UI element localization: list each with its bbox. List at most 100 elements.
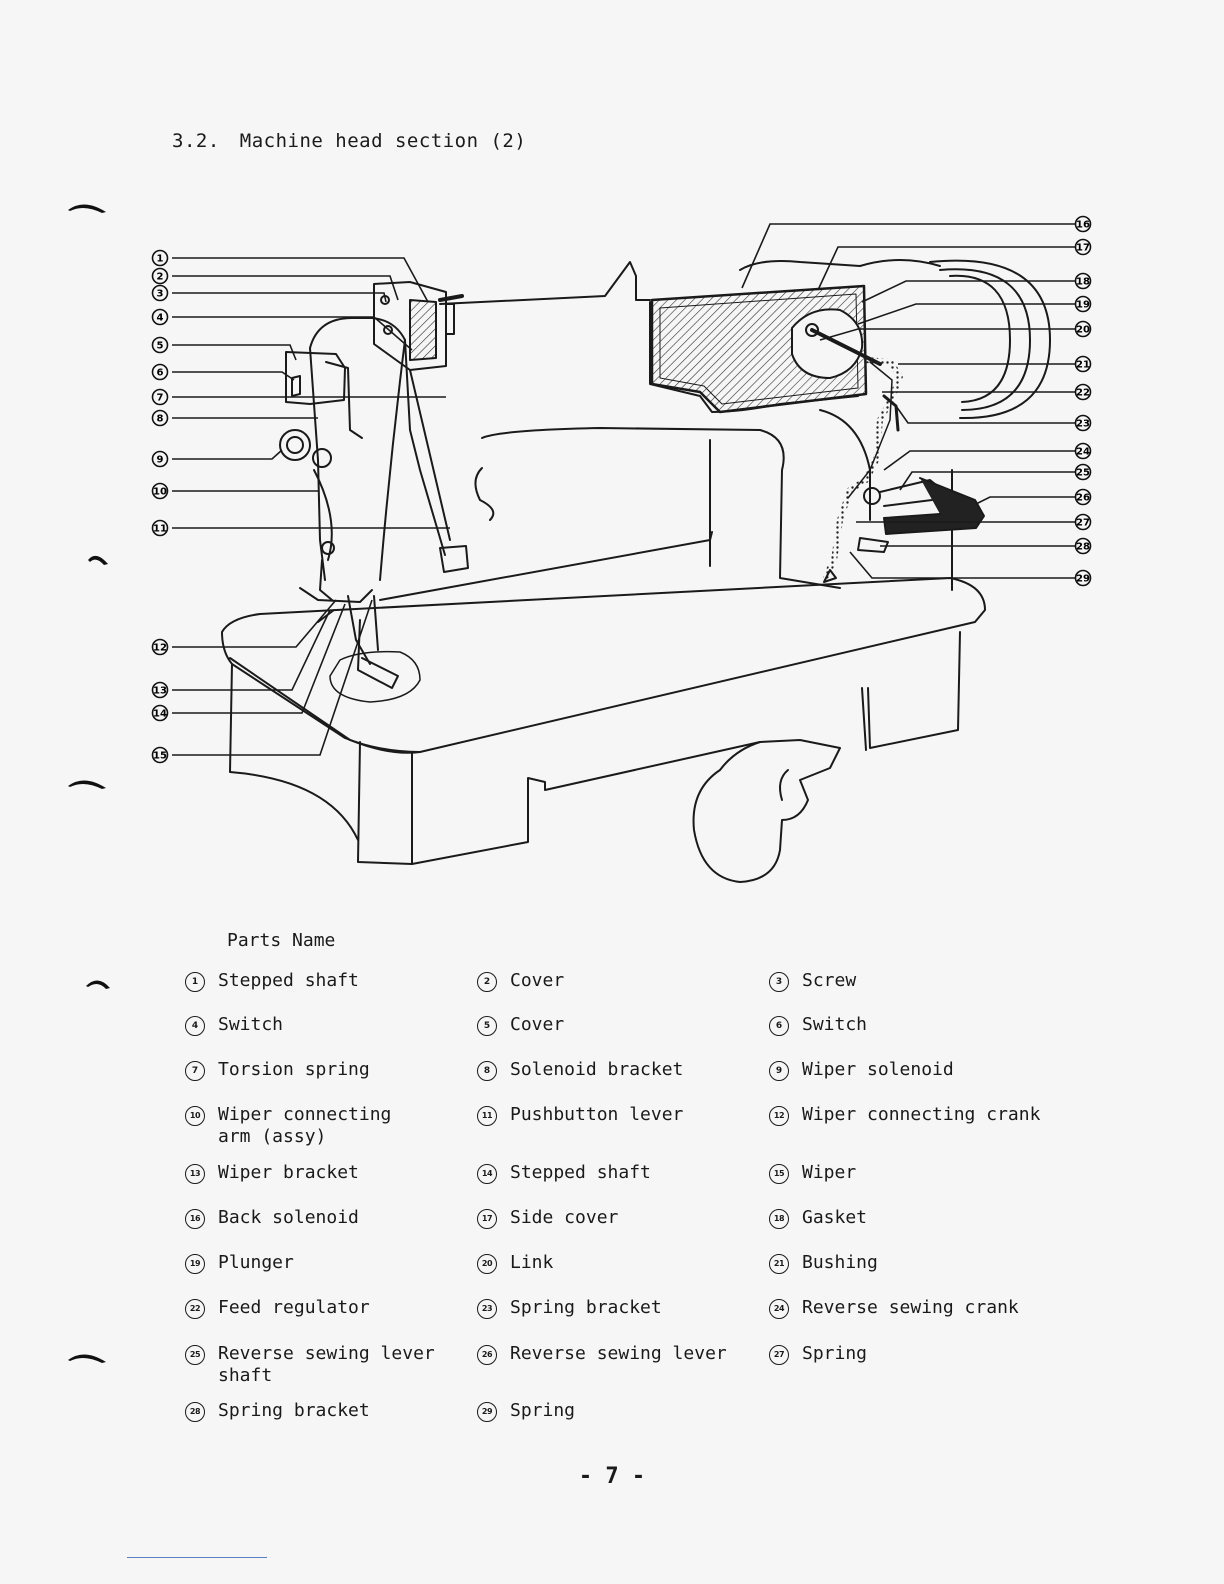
parts-list-title: Parts Name	[227, 930, 336, 951]
callout-label: 6	[157, 368, 164, 379]
part-item: 4 Switch	[185, 1014, 477, 1059]
callout-label: 8	[157, 414, 164, 425]
binder-mark-icon	[86, 980, 110, 989]
part-name: Cover	[510, 1014, 565, 1035]
part-name: Wiper bracket	[218, 1162, 359, 1183]
callout-label: 26	[1076, 493, 1090, 504]
part-number: 29	[477, 1402, 497, 1422]
binder-mark-icon	[68, 780, 106, 789]
part-number: 4	[185, 1016, 205, 1036]
callout-label: 21	[1076, 360, 1090, 371]
part-number: 25	[185, 1345, 205, 1365]
callout-label: 3	[157, 289, 164, 300]
part-number: 27	[769, 1345, 789, 1365]
callout-label: 4	[157, 313, 164, 324]
part-name: Feed regulator	[218, 1297, 370, 1318]
callout-label: 5	[157, 341, 164, 352]
part-item: 14 Stepped shaft	[477, 1162, 769, 1207]
part-number: 9	[769, 1061, 789, 1081]
part-name: Wiper connecting arm (assy)	[218, 1104, 392, 1147]
part-item: 19 Plunger	[185, 1252, 477, 1297]
part-number: 19	[185, 1254, 205, 1274]
part-name: Spring	[802, 1343, 868, 1364]
parts-row: 4 Switch 5 Cover 6 Switch	[185, 1014, 1085, 1059]
part-item: 26 Reverse sewing lever	[477, 1343, 769, 1400]
callout-label: 7	[157, 393, 164, 404]
part-name: Plunger	[218, 1252, 294, 1273]
part-name: Switch	[218, 1014, 284, 1035]
callout-label: 22	[1076, 388, 1090, 399]
callout-label: 24	[1076, 447, 1090, 458]
part-item: 5 Cover	[477, 1014, 769, 1059]
part-name: Solenoid bracket	[510, 1059, 684, 1080]
callout-label: 17	[1076, 243, 1090, 254]
part-number: 17	[477, 1209, 497, 1229]
binder-mark-icon	[68, 1354, 106, 1363]
callout-label: 11	[153, 524, 167, 535]
part-item: 20 Link	[477, 1252, 769, 1297]
callout-label: 9	[157, 455, 164, 466]
part-name: Stepped shaft	[510, 1162, 651, 1183]
part-name: Wiper connecting crank	[802, 1104, 1041, 1125]
part-name: Spring bracket	[510, 1297, 662, 1318]
part-item: 27 Spring	[769, 1343, 1061, 1400]
callout-label: 18	[1076, 277, 1090, 288]
callout-label: 29	[1076, 574, 1090, 585]
section-heading: 3.2. Machine head section (2)	[172, 130, 526, 152]
part-name: Link	[510, 1252, 554, 1273]
part-number: 8	[477, 1061, 497, 1081]
part-number: 26	[477, 1345, 497, 1365]
section-title: Machine head section (2)	[239, 130, 527, 152]
callout-label: 13	[153, 686, 167, 697]
callout-label: 19	[1076, 300, 1090, 311]
part-name: Stepped shaft	[218, 970, 359, 991]
part-number: 3	[769, 972, 789, 992]
part-number: 16	[185, 1209, 205, 1229]
part-name: Switch	[802, 1014, 868, 1035]
part-name: Spring bracket	[218, 1400, 370, 1421]
part-number: 23	[477, 1299, 497, 1319]
part-item: 6 Switch	[769, 1014, 1061, 1059]
part-number: 14	[477, 1164, 497, 1184]
callout-label: 14	[153, 709, 167, 720]
part-name: Torsion spring	[218, 1059, 370, 1080]
right-callouts: 16 17 18 19 20 21 22 23 24 25 26 27 28 2…	[1074, 215, 1092, 587]
section-number: 3.2.	[172, 130, 220, 152]
callout-label: 12	[153, 643, 167, 654]
part-number: 20	[477, 1254, 497, 1274]
callout-label: 27	[1076, 518, 1090, 529]
machine-head-illustration: 1 2 3 4 5 6 7 8 9 10 11 12 13 14 15	[151, 215, 1092, 883]
part-number: 2	[477, 972, 497, 992]
part-number: 7	[185, 1061, 205, 1081]
part-name: Side cover	[510, 1207, 619, 1228]
part-name: Reverse sewing lever	[510, 1343, 727, 1364]
part-name: Wiper	[802, 1162, 857, 1183]
part-number: 5	[477, 1016, 497, 1036]
binder-mark-icon	[88, 555, 108, 565]
part-number: 18	[769, 1209, 789, 1229]
callout-label: 23	[1076, 419, 1090, 430]
part-item: 7 Torsion spring	[185, 1059, 477, 1104]
footer-rule	[127, 1557, 267, 1558]
part-number: 6	[769, 1016, 789, 1036]
part-item: 17 Side cover	[477, 1207, 769, 1252]
part-number: 12	[769, 1106, 789, 1126]
callout-label: 28	[1076, 542, 1090, 553]
part-number: 21	[769, 1254, 789, 1274]
